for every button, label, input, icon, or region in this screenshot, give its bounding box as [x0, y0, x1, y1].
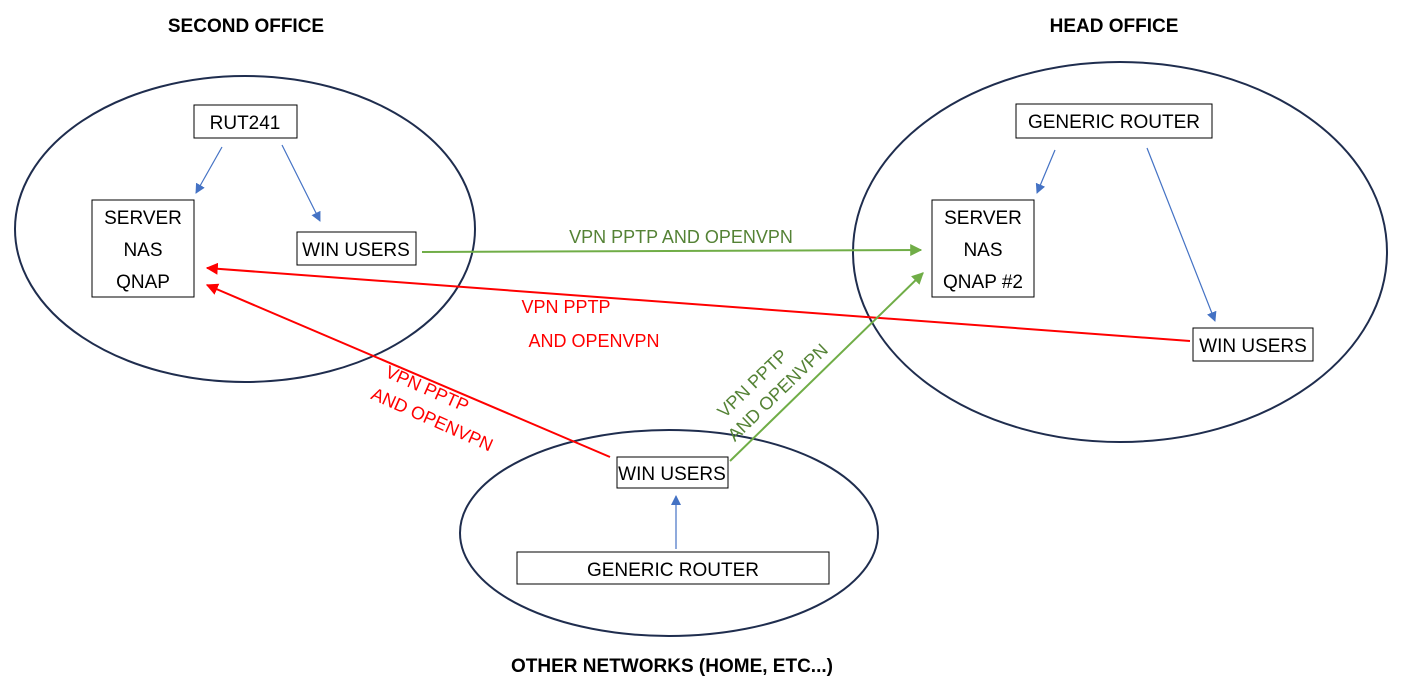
second-office-zone	[14, 75, 476, 383]
other-networks-title: OTHER NETWORKS (HOME, ETC...)	[511, 656, 833, 677]
second-users-label: WIN USERS	[302, 240, 410, 261]
second-office-title: SECOND OFFICE	[168, 16, 324, 37]
other-users-label: WIN USERS	[618, 464, 726, 485]
head-server-box	[931, 199, 1035, 298]
head-office-title: HEAD OFFICE	[1050, 16, 1179, 37]
vpn-second-to-head-label: VPN PPTP AND OPENVPN	[569, 227, 793, 247]
head-users-label: WIN USERS	[1199, 336, 1307, 357]
rut241-to-server-arrow	[195, 146, 223, 194]
other-users-box	[616, 456, 729, 489]
head-router-label: GENERIC ROUTER	[1028, 112, 1200, 133]
second-server-box	[91, 199, 195, 298]
head-router-to-server-arrow	[1035, 149, 1056, 194]
second-server-line-2: NAS	[123, 240, 162, 261]
head-office-zone	[852, 61, 1388, 443]
vpn-head-users-to-second-arrow	[205, 262, 1191, 342]
head-server-line-3: QNAP #2	[943, 272, 1023, 293]
vpn-other-to-second-arrow	[205, 283, 611, 458]
head-server-line-2: NAS	[963, 240, 1002, 261]
other-router-box	[516, 551, 830, 585]
second-server-line-3: QNAP	[116, 272, 170, 293]
second-server-line-1: SERVER	[104, 208, 182, 229]
head-users-box	[1192, 327, 1314, 362]
vpn-second-to-head-arrow	[421, 244, 923, 257]
vpn-head-users-label-line-1: VPN PPTP	[521, 297, 610, 317]
vpn-other-to-head-arrow	[729, 272, 924, 462]
other-networks-zone	[459, 429, 879, 637]
rut241-box	[193, 104, 298, 139]
head-router-to-users-arrow	[1146, 147, 1217, 322]
other-router-label: GENERIC ROUTER	[587, 560, 759, 581]
second-users-box	[296, 231, 417, 266]
head-router-box	[1015, 103, 1213, 139]
rut241-to-users-arrow	[281, 144, 321, 222]
head-server-line-1: SERVER	[944, 208, 1022, 229]
vpn-head-users-label-line-2: AND OPENVPN	[528, 331, 659, 351]
rut241-label: RUT241	[210, 113, 281, 134]
